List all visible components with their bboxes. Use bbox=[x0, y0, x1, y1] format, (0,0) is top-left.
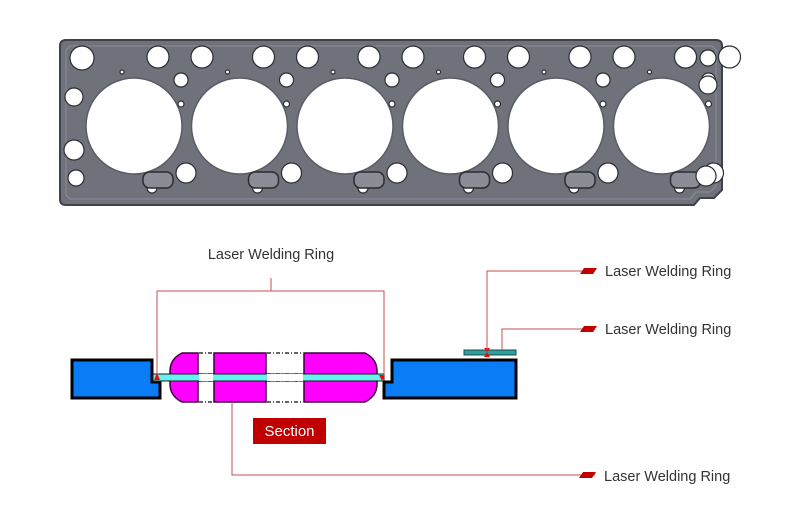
callout-markers bbox=[579, 268, 597, 478]
rivet-hole bbox=[330, 69, 336, 75]
end-hole bbox=[63, 139, 85, 161]
rivet-hole bbox=[541, 69, 547, 75]
right-head-block bbox=[382, 358, 518, 400]
section-badge: Section bbox=[253, 418, 326, 444]
cylinder-bore bbox=[612, 77, 711, 175]
callout-label-right-2: Laser Welding Ring bbox=[605, 322, 731, 338]
end-hole bbox=[69, 45, 95, 71]
pin-hole bbox=[704, 100, 713, 108]
pin-hole bbox=[388, 100, 396, 108]
pin-hole bbox=[599, 100, 607, 108]
cylinder-bore bbox=[401, 77, 500, 175]
weld-point-left bbox=[154, 373, 160, 380]
bolt-hole-top bbox=[568, 45, 592, 69]
pin-hole bbox=[282, 100, 291, 108]
cylinder-bore bbox=[507, 77, 605, 175]
bolt-hole-top bbox=[462, 45, 487, 69]
bolt-hole-top bbox=[717, 45, 742, 69]
callout-label-right-1: Laser Welding Ring bbox=[605, 264, 731, 280]
rivet-hole bbox=[435, 69, 442, 75]
water-hole bbox=[278, 72, 295, 88]
water-hole bbox=[595, 72, 611, 88]
bolt-hole-bottom bbox=[280, 162, 303, 184]
surface-strip bbox=[463, 349, 517, 356]
end-hole bbox=[698, 75, 718, 95]
head-gasket-illustration bbox=[59, 39, 742, 206]
water-hole bbox=[384, 72, 400, 88]
rivet-hole bbox=[224, 69, 231, 75]
bolt-hole-bottom bbox=[491, 162, 514, 184]
oil-passage bbox=[458, 171, 491, 189]
weld-point-surface bbox=[484, 348, 490, 357]
end-hole bbox=[64, 87, 84, 107]
pin-hole bbox=[493, 100, 502, 108]
bolt-hole-bottom bbox=[175, 162, 197, 184]
end-hole bbox=[699, 49, 717, 67]
bolt-hole-bottom bbox=[386, 162, 408, 184]
bolt-hole-top bbox=[190, 45, 214, 69]
cylinder-bore bbox=[190, 77, 289, 175]
water-hole bbox=[489, 72, 506, 88]
section-diagram: Laser Welding Ring Laser Welding Ring La… bbox=[70, 247, 731, 485]
bolt-hole-top bbox=[401, 45, 425, 69]
weld-point-right bbox=[379, 375, 385, 381]
core-strip bbox=[152, 373, 385, 382]
pin-hole bbox=[177, 100, 185, 108]
section-badge-bg bbox=[253, 418, 326, 444]
oil-passage bbox=[247, 171, 280, 189]
bolt-hole-top bbox=[251, 45, 276, 69]
end-hole bbox=[695, 165, 717, 187]
marker-icon bbox=[580, 326, 597, 332]
cylinder-bore bbox=[85, 77, 183, 175]
bolt-hole-top bbox=[673, 45, 698, 69]
oil-passage bbox=[353, 171, 385, 189]
bolt-hole-top bbox=[357, 45, 381, 69]
marker-icon bbox=[579, 472, 596, 478]
left-head-block bbox=[70, 358, 162, 400]
callout-label-top: Laser Welding Ring bbox=[208, 247, 334, 263]
rivet-hole bbox=[119, 69, 125, 75]
bolt-hole-top bbox=[506, 45, 531, 69]
section-badge-label: Section bbox=[264, 423, 314, 440]
leader-lines bbox=[156, 270, 595, 476]
water-hole bbox=[173, 72, 189, 88]
oil-passage bbox=[142, 171, 174, 189]
callout-label-bottom: Laser Welding Ring bbox=[604, 469, 730, 485]
end-hole bbox=[67, 169, 85, 187]
oil-passage bbox=[564, 171, 596, 189]
bolt-hole-top bbox=[295, 45, 320, 69]
bolt-hole-top bbox=[146, 45, 170, 69]
bolt-hole-top bbox=[612, 45, 636, 69]
marker-icon bbox=[580, 268, 597, 274]
bolt-hole-bottom bbox=[597, 162, 619, 184]
rivet-hole bbox=[646, 69, 653, 75]
cylinder-bore bbox=[296, 77, 394, 175]
